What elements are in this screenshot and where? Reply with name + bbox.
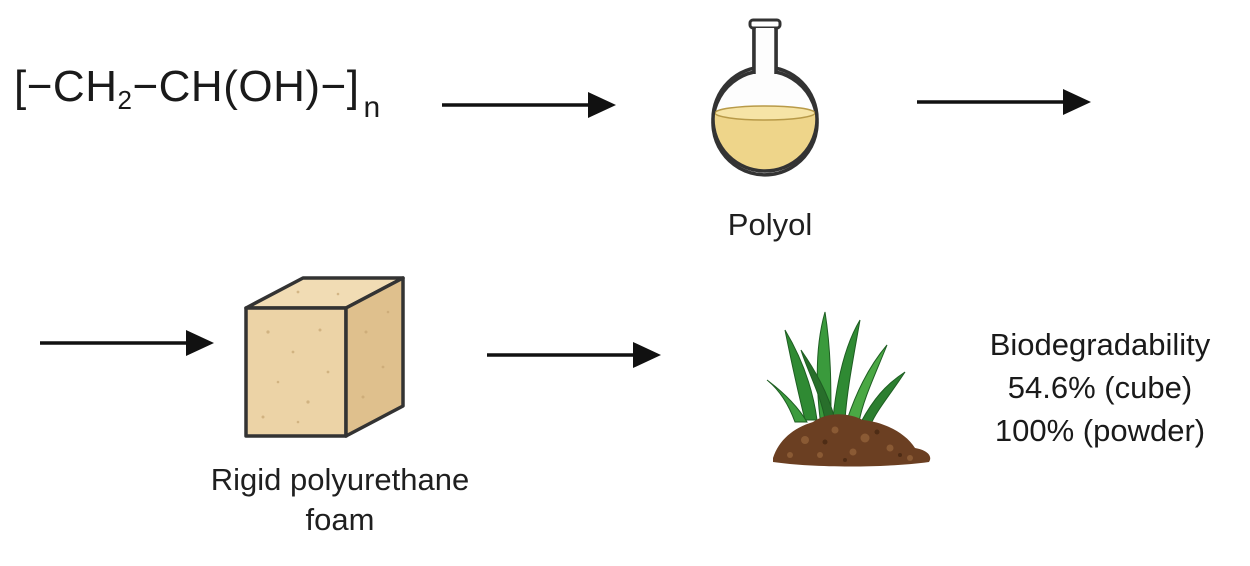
flask-icon: [711, 18, 819, 177]
foam-label-line2: foam: [305, 502, 375, 537]
arrow-foam-to-soil: [487, 342, 661, 368]
foam-cube-icon: [244, 276, 405, 438]
formula-subscript-2: 2: [117, 85, 133, 115]
arrow-formula-to-polyol: [442, 92, 616, 118]
biodegradability-powder: 100% (powder): [994, 413, 1206, 448]
biodegradability-block: Biodegradability 54.6% (cube) 100% (powd…: [950, 323, 1250, 452]
foam-label: Rigid polyurethane foam: [150, 460, 530, 540]
formula-bracket-close: ]: [346, 62, 360, 111]
pva-formula: [−CH2−CH(OH)−]n: [14, 62, 381, 125]
biodegradability-cube: 54.6% (cube): [1007, 370, 1193, 405]
polyol-label: Polyol: [727, 207, 813, 242]
formula-part2: −CH(OH)−: [132, 62, 347, 111]
formula-subscript-n: n: [363, 91, 381, 124]
soil-grass-icon: [766, 311, 931, 467]
formula-bracket-open: [: [14, 62, 27, 111]
foam-label-line1: Rigid polyurethane: [210, 462, 470, 497]
arrow-into-foam: [40, 330, 214, 356]
arrow-polyol-to-next: [917, 89, 1091, 115]
biodegradability-title: Biodegradability: [989, 327, 1211, 362]
formula-part1: −CH: [26, 62, 118, 111]
